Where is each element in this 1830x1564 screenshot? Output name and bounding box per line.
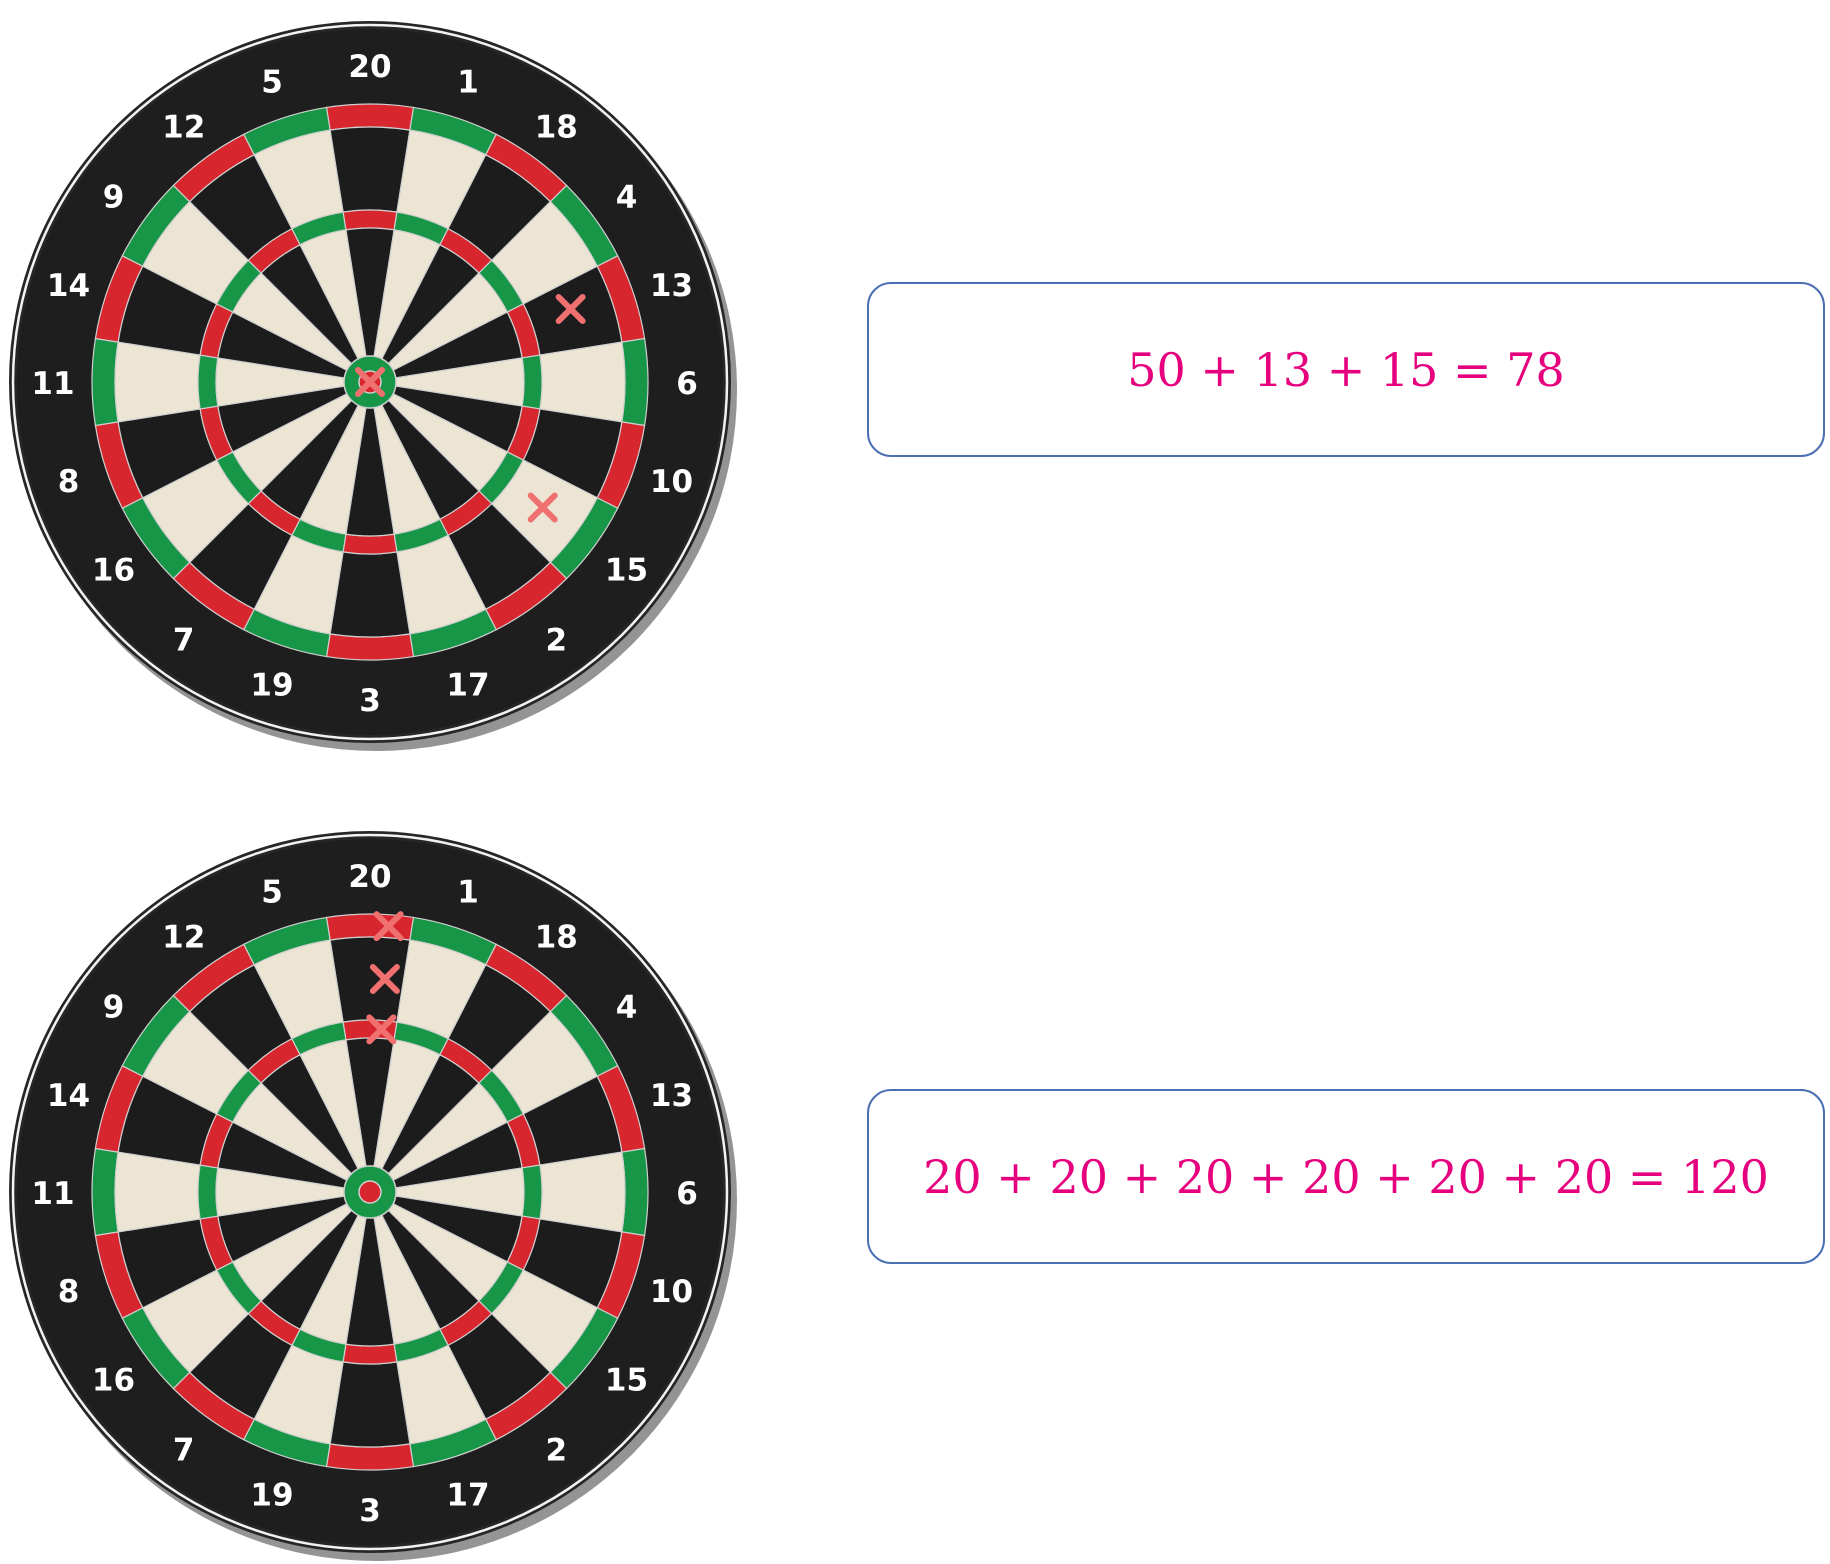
board-number-13: 13 — [650, 268, 693, 304]
equation-box-1: 50 + 13 + 15 = 78 — [867, 282, 1825, 457]
board-number-12: 12 — [162, 110, 205, 146]
board-number-9: 9 — [103, 990, 125, 1026]
double-segment-3 — [325, 1443, 415, 1471]
dartboard-2: 20 1 18 4 13 6 10 15 2 17 3 19 7 16 8 11 14 9 12 5 — [9, 831, 737, 1561]
board-number-7: 7 — [173, 623, 195, 659]
board-number-2: 2 — [546, 1433, 568, 1469]
board-number-15: 15 — [605, 552, 648, 588]
bullseye — [358, 1180, 382, 1204]
triple-segment-6 — [521, 1164, 543, 1220]
triple-segment-11 — [197, 354, 219, 410]
board-number-6: 6 — [676, 1176, 698, 1212]
board-number-1: 1 — [457, 875, 479, 911]
double-segment-11 — [91, 337, 119, 427]
dart-mark-3 — [527, 492, 558, 523]
outer-single-segment-20 — [329, 126, 411, 213]
board-number-18: 18 — [535, 110, 578, 146]
board-number-13: 13 — [650, 1078, 693, 1114]
double-segment-6 — [621, 1147, 649, 1237]
double-segment-11 — [91, 1147, 119, 1237]
board-number-19: 19 — [250, 668, 293, 704]
outer-single-segment-6 — [539, 1151, 626, 1233]
rim-line — [11, 833, 729, 1551]
board-number-3: 3 — [359, 683, 381, 719]
triple-segment-3 — [342, 533, 398, 555]
equation-box-2: 20 + 20 + 20 + 20 + 20 + 20 = 120 — [867, 1089, 1825, 1264]
board-number-8: 8 — [58, 464, 80, 500]
board-number-10: 10 — [650, 464, 693, 500]
board-number-6: 6 — [676, 366, 698, 402]
dartboard-1: 20 1 18 4 13 6 10 15 2 17 3 19 7 16 8 11 14 9 12 5 — [9, 21, 737, 751]
dart-mark-2 — [369, 964, 400, 995]
board-number-16: 16 — [92, 1362, 135, 1398]
board-number-4: 4 — [616, 990, 638, 1026]
board-number-20: 20 — [348, 49, 391, 85]
board-number-7: 7 — [173, 1433, 195, 1469]
board-number-9: 9 — [103, 180, 125, 216]
board-number-15: 15 — [605, 1362, 648, 1398]
board-number-20: 20 — [348, 859, 391, 895]
dart-mark-3 — [366, 1014, 397, 1045]
outer-single-segment-3 — [329, 1361, 411, 1448]
outer-single-segment-11 — [114, 1151, 201, 1233]
board-number-16: 16 — [92, 552, 135, 588]
board-number-8: 8 — [58, 1274, 80, 1310]
board-number-14: 14 — [47, 1078, 90, 1114]
double-segment-6 — [621, 337, 649, 427]
board-number-17: 17 — [446, 668, 489, 704]
dart-mark-2 — [555, 293, 586, 324]
board-number-10: 10 — [650, 1274, 693, 1310]
outer-single-segment-6 — [539, 341, 626, 423]
equation-text-1: 50 + 13 + 15 = 78 — [1127, 342, 1565, 397]
dart-mark-1 — [373, 911, 404, 942]
board-number-19: 19 — [250, 1478, 293, 1514]
board-number-17: 17 — [446, 1478, 489, 1514]
board-number-5: 5 — [261, 875, 283, 911]
board-number-11: 11 — [31, 1176, 74, 1212]
double-segment-3 — [325, 633, 415, 661]
board-number-3: 3 — [359, 1493, 381, 1529]
outer-single-segment-3 — [329, 551, 411, 638]
outer-single-segment-11 — [114, 341, 201, 423]
triple-segment-11 — [197, 1164, 219, 1220]
outer-single-segment-20 — [329, 936, 411, 1023]
board-number-11: 11 — [31, 366, 74, 402]
board-number-2: 2 — [546, 623, 568, 659]
board-number-12: 12 — [162, 920, 205, 956]
triple-segment-6 — [521, 354, 543, 410]
board-number-4: 4 — [616, 180, 638, 216]
triple-segment-3 — [342, 1343, 398, 1365]
double-segment-20 — [325, 103, 415, 131]
triple-segment-20 — [342, 209, 398, 231]
board-number-14: 14 — [47, 268, 90, 304]
board-number-5: 5 — [261, 65, 283, 101]
dart-mark-1 — [355, 367, 385, 397]
rim-line — [11, 23, 729, 741]
board-number-18: 18 — [535, 920, 578, 956]
board-number-1: 1 — [457, 65, 479, 101]
equation-text-2: 20 + 20 + 20 + 20 + 20 + 20 = 120 — [923, 1149, 1769, 1204]
